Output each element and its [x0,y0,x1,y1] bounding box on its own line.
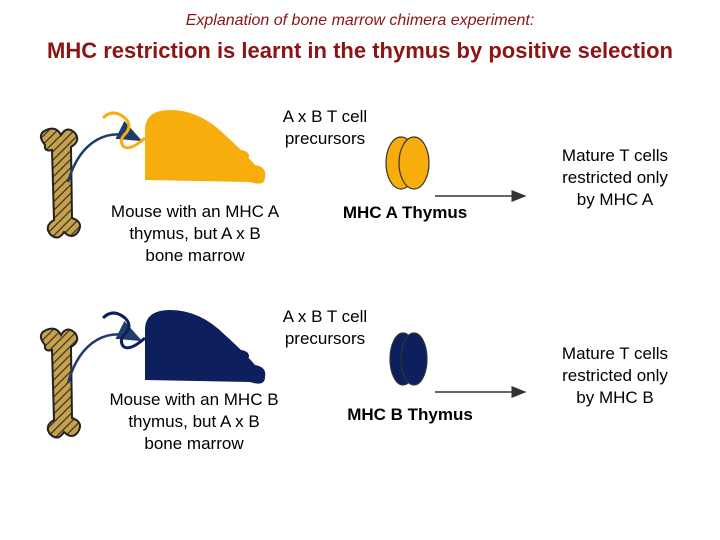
result-line: by MHC B [576,388,654,407]
result-line: Mature T cells [561,344,669,363]
mouse-description-line: Mouse with an MHC A [110,202,280,221]
precursors-line: precursors [284,129,366,148]
bone-icon [39,327,81,439]
mouse-icon [101,310,266,384]
thymus-icon [389,332,428,386]
thymus-label: MHC B Thymus [347,405,473,424]
mouse-icon [101,110,266,184]
thymus-label: MHC A Thymus [342,203,468,222]
result-line: restricted only [562,168,668,187]
result-line: Mature T cells [561,146,669,165]
mouse-description: Mouse with an MHC A thymus, but A x B bo… [90,201,300,267]
marrow-transfer-arrow [66,121,143,183]
result-label: Mature T cells restricted only by MHC A [535,145,695,211]
mouse-description: Mouse with an MHC B thymus, but A x B bo… [88,389,300,455]
marrow-transfer-arrow [66,321,143,384]
page-title: MHC restriction is learnt in the thymus … [47,38,673,63]
precursors-line: precursors [284,329,366,348]
panel-mhc-a [39,110,527,239]
result-line: restricted only [562,366,668,385]
mouse-description-line: Mouse with an MHC B [109,390,279,409]
mouse-description-line: thymus, but A x B [128,412,260,431]
precursors-line: A x B T cell [282,307,368,326]
result-line: by MHC A [576,190,654,209]
mouse-description-line: bone marrow [144,434,244,453]
panel-mhc-b [39,310,527,439]
mouse-description-line: thymus, but A x B [129,224,261,243]
precursors-label: A x B T cell precursors [250,306,400,350]
precursors-line: A x B T cell [282,107,368,126]
precursors-label: A x B T cell precursors [250,106,400,150]
bone-icon [39,127,81,239]
mouse-description-line: bone marrow [145,246,245,265]
page-subtitle: Explanation of bone marrow chimera exper… [185,12,535,29]
thymus-icon [385,136,430,190]
result-label: Mature T cells restricted only by MHC B [535,343,695,409]
